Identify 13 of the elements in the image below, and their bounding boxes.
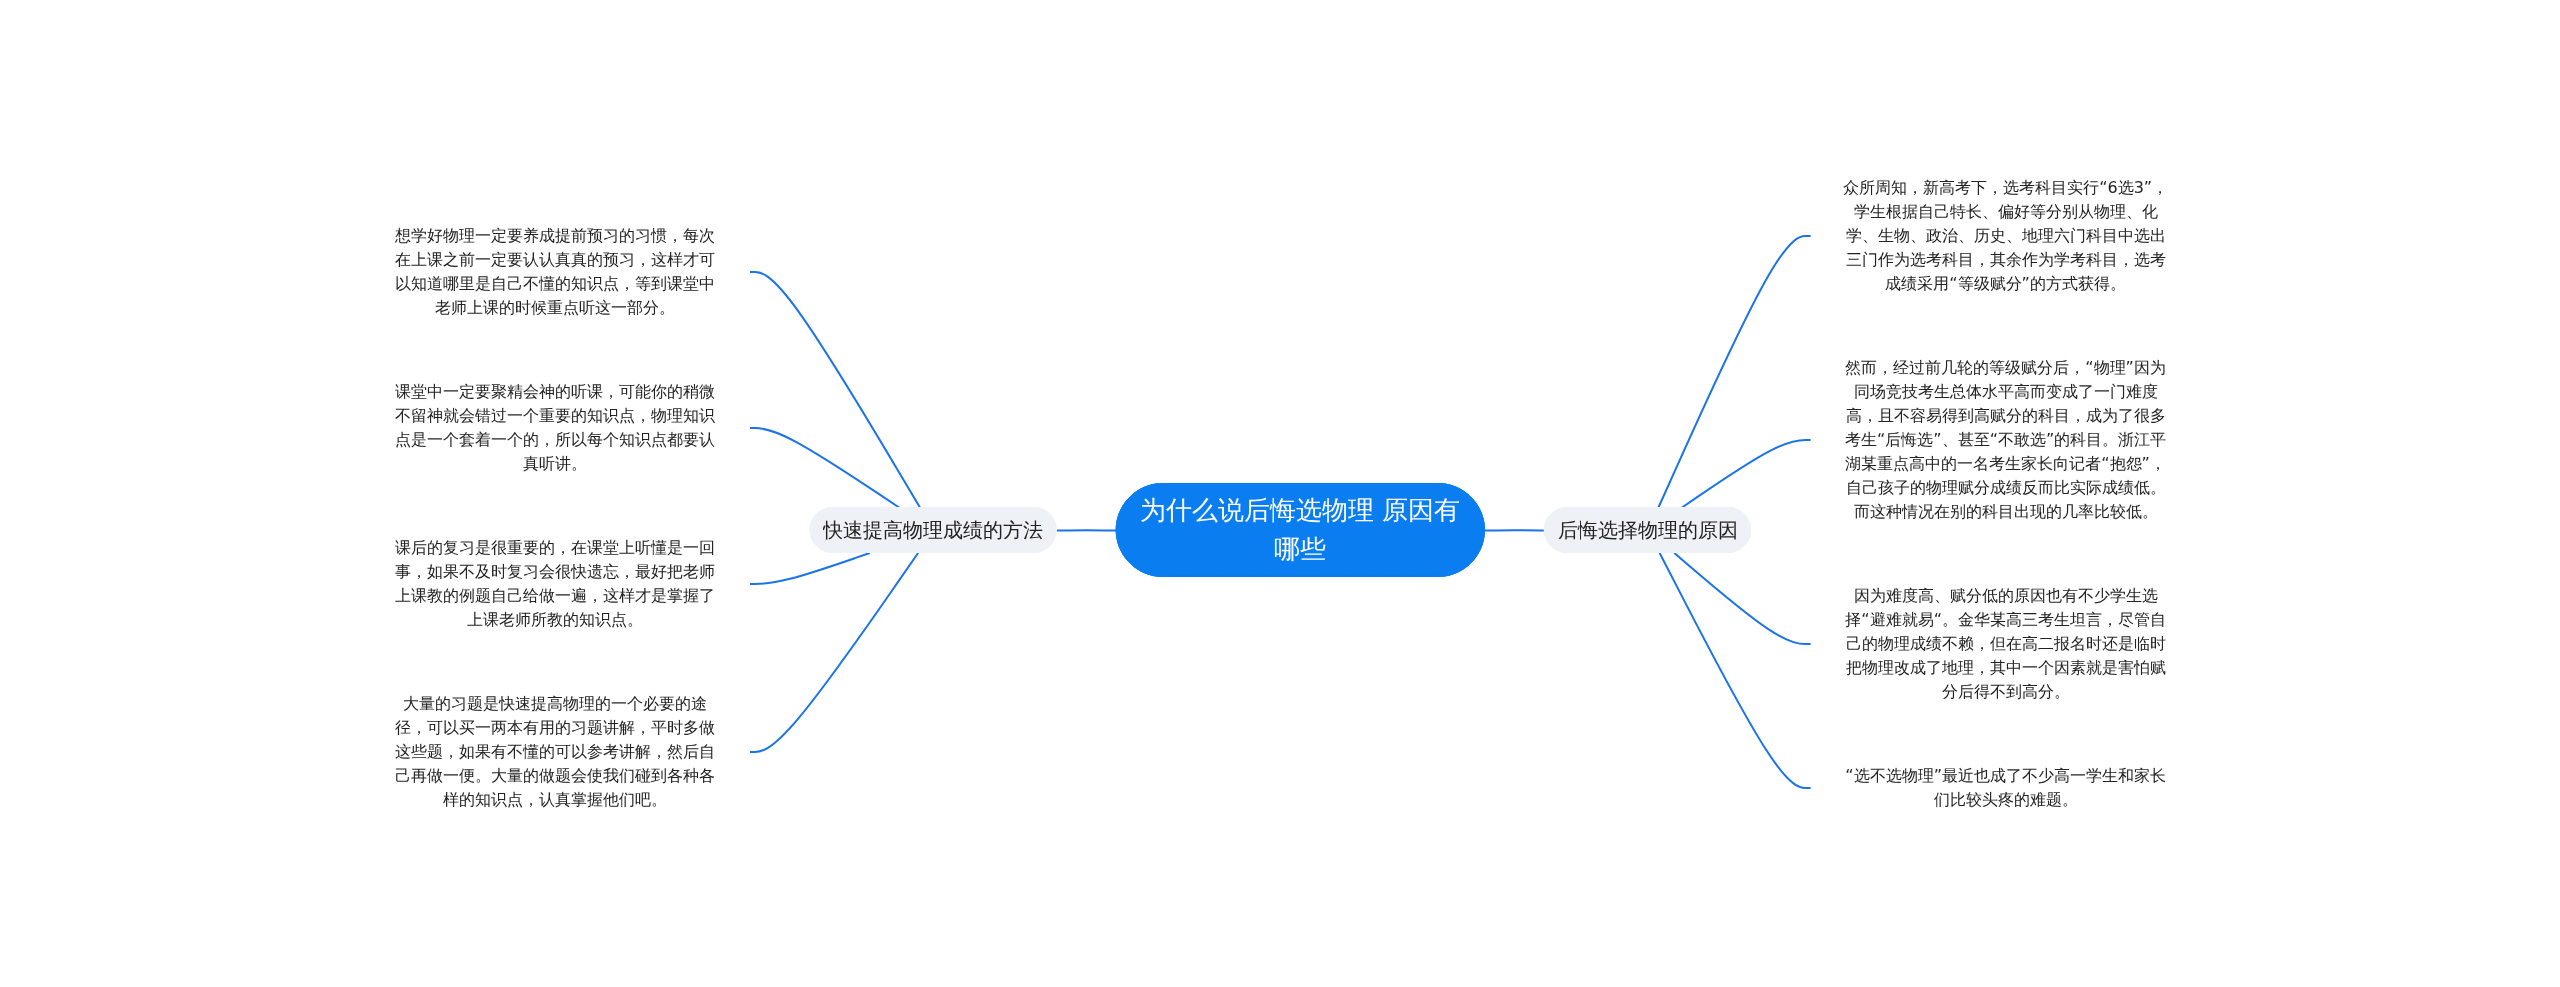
- connector: [1658, 551, 1812, 789]
- connector: [1483, 528, 1546, 531]
- node-text: 众所周知，新高考下，选考科目实行“6选3”，学生根据自己特长、偏好等分别从物理、化学、生物、政治、历史、地理六门科目中选出三门作为选考科目，其余作为学考科目，选考成绩采用“等级赋分”的方式获得。: [1842, 177, 2168, 293]
- node-text: 因为难度高、赋分低的原因也有不少学生选择“避难就易“。金华某高三考生坦言，尽管自己的物理成绩不赖，但在高二报名时还是临时把物理改成了地理，其中一个因素就是害怕赋分后得不到高分。: [1845, 585, 2166, 701]
- node-text: 大量的习题是快速提高物理的一个必要的途径，可以买一两本有用的习题讲解，平时多做这些题，如果有不懂的可以参考讲解，然后自己再做一便。大量的做题会使我们碰到各种各样的知识点，认真掌握他们吧。: [394, 693, 715, 809]
- node-text: 课堂中一定要聚精会神的听课，可能你的稍微不留神就会错过一个重要的知识点，物理知识点是一个套着一个的，所以每个知识点都要认真听讲。: [394, 381, 715, 473]
- node-text: 想学好物理一定要养成提前预习的习惯，每次在上课之前一定要认认真真的预习，这样才可以知道哪里是自己不懂的知识点，等到课堂中老师上课的时候重点听这一部分。: [394, 225, 715, 317]
- connector: [748, 551, 871, 585]
- node-text: 然而，经过前几轮的等级赋分后，“物理”因为同场竞技考生总体水平高而变成了一门难度高，且不容易得到高赋分的科目，成为了很多考生“后悔选”、甚至“不敢选”的科目。浙江平湖某重点高中的一名考生家长向记者“抱怨”，自己孩子的物理赋分成绩反而比实际成绩低。而这种情况在别的科目出现的几率比较低。: [1844, 357, 2166, 521]
- node-text: “选不选物理”最近也成了不少高一学生和家长们比较头疼的难题。: [1845, 765, 2166, 809]
- connector: [1672, 551, 1812, 645]
- node-text: 课后的复习是很重要的，在课堂上听懂是一回事，如果不及时复习会很快遗忘，最好把老师上课教的例题自己给做一遍，这样才是掌握了上课老师所教的知识点。: [394, 537, 715, 629]
- connector: [748, 551, 919, 753]
